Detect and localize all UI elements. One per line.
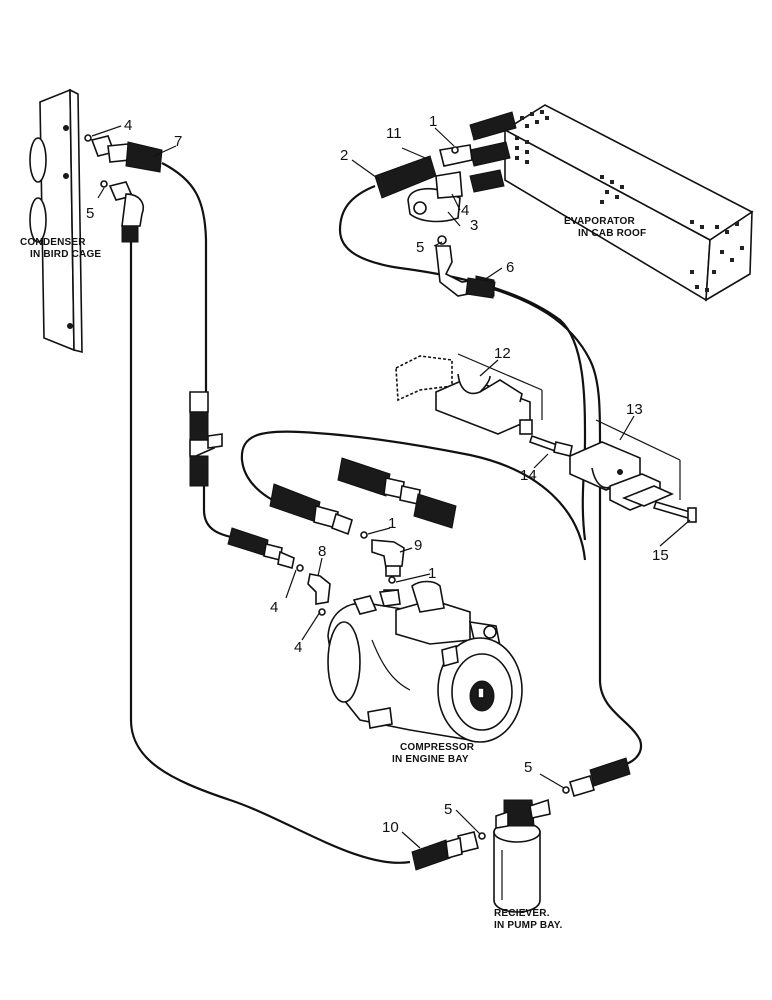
callout-4: 4: [461, 202, 469, 219]
callout-1: 1: [388, 515, 396, 532]
callout-12: 12: [494, 345, 511, 362]
callout-11: 11: [386, 125, 402, 142]
receiver-unit: RECIEVER. IN PUMP BAY.: [493, 798, 563, 931]
callout-7: 7: [174, 133, 182, 150]
evaporator-label-line1: EVAPORATOR: [564, 216, 635, 227]
callout-8: 8: [318, 543, 326, 560]
condenser-unit: CONDENSER IN BIRD CAGE: [20, 88, 101, 354]
bracket-12: [395, 353, 543, 435]
bolt-15: [652, 501, 697, 523]
callout-1: 1: [429, 113, 437, 130]
compressor-label-line1: COMPRESSOR: [400, 742, 475, 753]
callout-3: 3: [470, 217, 478, 234]
condenser-label-line2: IN BIRD CAGE: [30, 249, 101, 260]
receiver-label-line1: RECIEVER.: [494, 908, 550, 919]
hose-routing: [129, 162, 643, 864]
callout-4: 4: [270, 599, 278, 616]
callout-10: 10: [382, 819, 399, 836]
bolt-14: [528, 434, 573, 469]
evaporator-unit: EVAPORATOR IN CAB ROOF: [503, 104, 754, 302]
callout-1: 1: [428, 565, 436, 582]
callout-13: 13: [626, 401, 643, 418]
callout-9: 9: [414, 537, 422, 554]
compressor-label-line2: IN ENGINE BAY: [392, 754, 469, 765]
callout-5: 5: [524, 759, 532, 776]
bracket-13: [569, 419, 681, 511]
receiver-label-line2: IN PUMP BAY.: [494, 920, 563, 931]
callout-5: 5: [416, 239, 424, 256]
condenser-fittings: [84, 134, 163, 243]
callout-2: 2: [340, 147, 348, 164]
condenser-label-line1: CONDENSER: [20, 237, 86, 248]
callout-5: 5: [86, 205, 94, 222]
callout-5: 5: [444, 801, 452, 818]
compressor-unit: COMPRESSOR IN ENGINE BAY: [327, 580, 523, 765]
callout-4: 4: [294, 639, 302, 656]
callout-6: 6: [506, 259, 514, 276]
receiver-fittings: [411, 757, 631, 871]
hose-6-crimp: [465, 277, 496, 299]
mid-hose-assembly: [189, 391, 457, 570]
callout-15: 15: [652, 547, 669, 564]
callout-4: 4: [124, 117, 132, 134]
leader-lines: [91, 125, 691, 849]
evaporator-label-line2: IN CAB ROOF: [578, 228, 646, 239]
callout-14: 14: [520, 467, 537, 484]
callout-numbers: 4 5 7 11 1 2 4 3 5 6 12 13 14 1 9 8 1 4 …: [86, 113, 669, 836]
